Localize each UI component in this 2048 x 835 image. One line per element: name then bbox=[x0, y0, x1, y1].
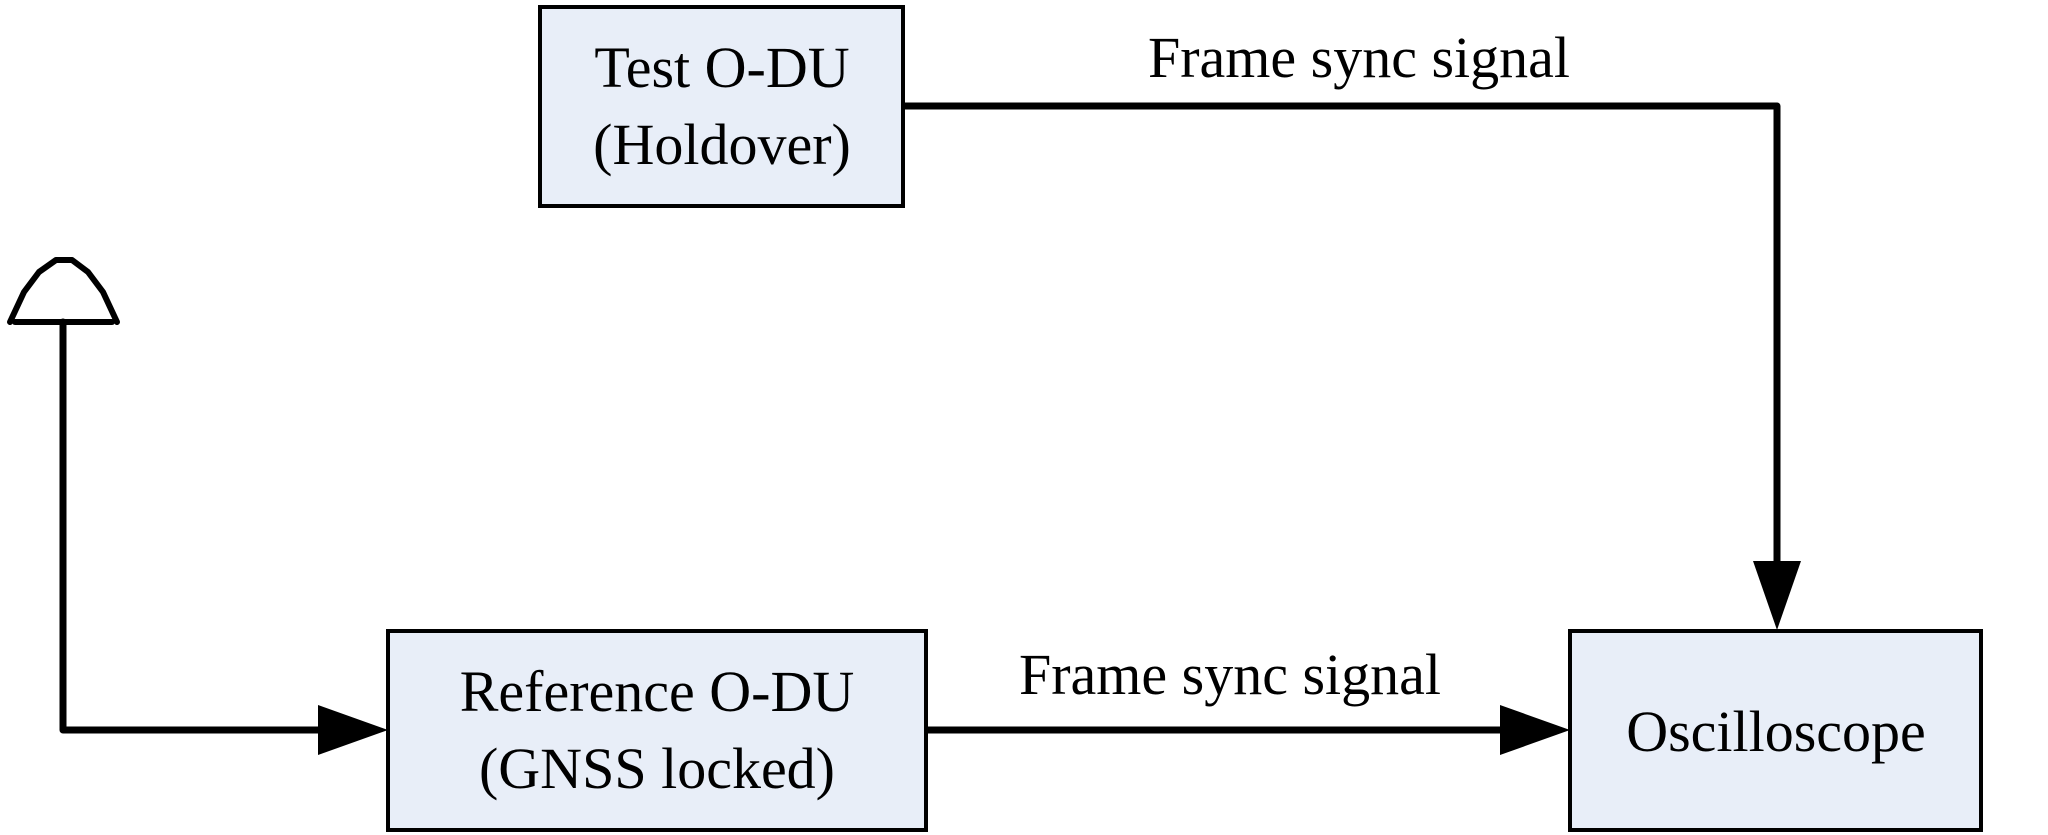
antenna-to-reference-arrowhead bbox=[318, 705, 388, 755]
test-odu-label-line2: (Holdover) bbox=[593, 112, 851, 177]
reference-to-oscilloscope-connector bbox=[922, 705, 1570, 755]
test-odu-box: Test O-DU (Holdover) bbox=[538, 5, 905, 208]
antenna-to-reference-connector bbox=[59, 318, 388, 755]
test-odu-label-line1: Test O-DU bbox=[594, 35, 849, 100]
top-frame-sync-label: Frame sync signal bbox=[1148, 25, 1570, 90]
reference-to-oscilloscope-arrowhead bbox=[1500, 705, 1570, 755]
test-to-oscilloscope-arrowhead bbox=[1753, 561, 1801, 630]
bottom-frame-sync-label: Frame sync signal bbox=[1019, 642, 1441, 707]
reference-odu-label-line1: Reference O-DU bbox=[460, 659, 855, 724]
oscilloscope-box: Oscilloscope bbox=[1568, 629, 1983, 832]
reference-odu-box: Reference O-DU (GNSS locked) bbox=[386, 629, 928, 832]
oscilloscope-label: Oscilloscope bbox=[1626, 699, 1926, 764]
gnss-antenna-icon bbox=[7, 257, 120, 325]
reference-odu-label-line2: (GNSS locked) bbox=[479, 736, 835, 801]
test-to-oscilloscope-connector bbox=[899, 102, 1801, 630]
